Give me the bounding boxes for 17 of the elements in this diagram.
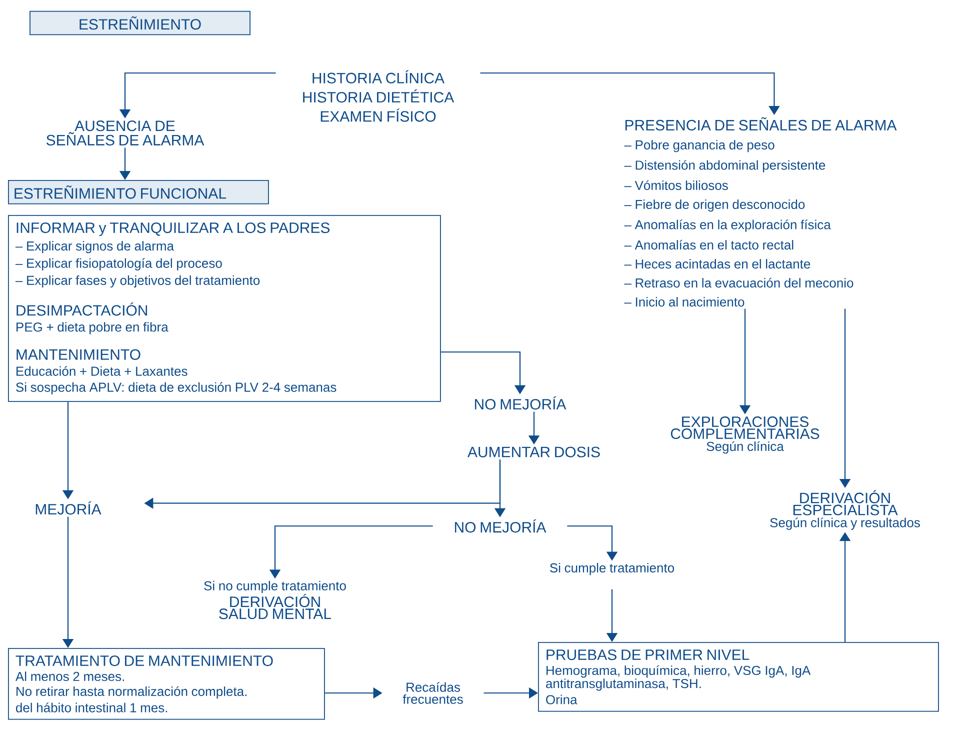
flow-text: NO MEJORÍA — [454, 519, 546, 533]
process-box: TRATAMIENTO DE MANTENIMIENTO Al menos 2 meses. No retirar hasta normalización completa. del hábito intestinal 1 mes. — [8, 648, 325, 720]
flow-text: Si cumple tratamiento — [550, 562, 674, 576]
process-box: INFORMAR y TRANQUILIZAR A LOS PADRES – Explicar signos de alarma – Explicar fisiopatología del proceso – Explicar fases y objetivos del tratamiento DESIMPACTACIÓN PEG + dieta pobre en fibra MANTENIMIENTO Educación + Dieta + Laxantes Si sospecha APLV: dieta de exclusión PLV 2-4 semanas — [8, 215, 441, 402]
title-box: ESTREÑIMIENTO — [30, 10, 250, 36]
flow-text: HISTORIA CLÍNICA HISTORIA DIETÉTICA EXAMEN FÍSICO — [303, 70, 454, 122]
process-box: PRUEBAS DE PRIMER NIVEL Hemograma, bioquímica, hierro, VSG IgA, IgA antitransglutaminasa, TSH. Orina — [538, 642, 939, 712]
flow-text: AUSENCIA DE SEÑALES DE ALARMA — [46, 120, 204, 146]
alarm-signs-text: PRESENCIA DE SEÑALES DE ALARMA – Pobre ganancia de peso – Distensión abdominal persistente – Vómitos biliosos – Fiebre de origen desconocido – Anomalías en la exploración física – Anomalías en el tacto rectal – Heces acintadas en el lactante – Retraso en la evacuación del meconio – Inicio al nacimiento — [624, 117, 897, 307]
heading-box: ESTREÑIMIENTO FUNCIONAL — [8, 180, 269, 204]
flow-text: MEJORÍA — [36, 501, 102, 515]
flow-text: DERIVACIÓN ESPECIALISTA Según clínica y resultados — [770, 490, 920, 530]
flow-text: Si no cumple tratamiento DERIVACIÓN SALUD MENTAL — [204, 580, 346, 620]
flow-text: EXPLORACIONES COMPLEMENTARIAS Según clínica — [670, 416, 820, 454]
flow-text: AUMENTAR DOSIS — [468, 446, 600, 458]
flow-text: NO MEJORÍA — [474, 396, 566, 410]
flow-text: Recaídas frecuentes — [402, 682, 463, 704]
